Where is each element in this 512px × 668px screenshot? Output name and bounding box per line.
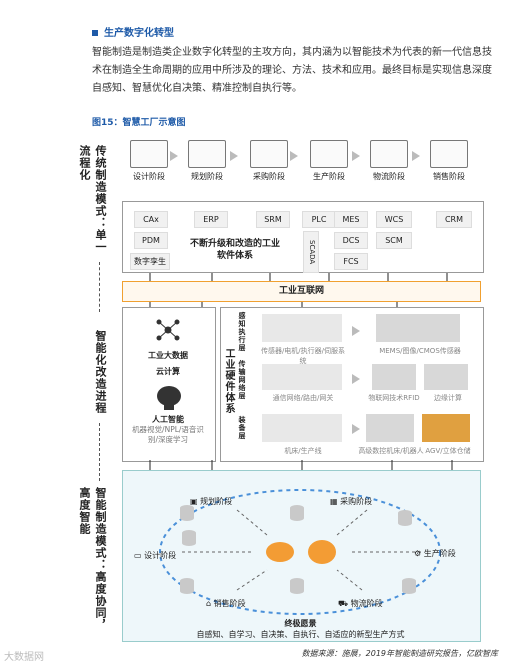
layer-network-label: 传输网络层	[238, 360, 246, 400]
mode-traditional: 传统制造模式：单一流程化	[78, 145, 107, 253]
chip-crm: CRM	[436, 211, 472, 228]
cycle-node-sales: ⌂ 销售阶段	[206, 599, 246, 608]
equipment-right-caption: 高级数控机床/机器人	[358, 447, 424, 455]
stage-production: 生产阶段	[298, 140, 360, 182]
network-right-caption: 物联网技术RFID	[368, 394, 420, 402]
arrow-right-icon	[352, 424, 360, 434]
boxes-icon: ▦	[330, 497, 338, 506]
router-gateway-image	[262, 364, 342, 390]
database-icon	[182, 530, 196, 546]
database-icon	[180, 505, 194, 521]
cycle-node-production: ⚙ 生产阶段	[414, 549, 456, 558]
arrow-right-icon	[352, 326, 360, 336]
hardware-panel	[220, 307, 484, 462]
monitor-icon: ▭	[134, 551, 142, 560]
layer-sensing-label: 感知执行层	[238, 312, 246, 352]
chip-scada: SCADA	[303, 231, 319, 273]
cycle-node-logistics: ⛟ 物流阶段	[338, 599, 383, 608]
mode-transition: 智能化改造进程	[94, 330, 107, 414]
stage-planning: 规划阶段	[176, 140, 238, 182]
production-line-image	[262, 414, 342, 442]
tech-panel	[122, 307, 216, 462]
boxes-icon	[250, 140, 288, 168]
ai-label: 人工智能	[152, 415, 184, 424]
network-right2-caption: 边缘计算	[434, 394, 462, 402]
network-left-caption: 通信网络/路由/网关	[272, 394, 334, 402]
chart-board-icon	[188, 140, 226, 168]
ai-desc: 机器视觉/NPL/语音识别/深度学习	[132, 425, 204, 444]
robot-arm-icon	[310, 140, 348, 168]
stage-design: 设计阶段	[118, 140, 180, 182]
database-icon	[398, 510, 412, 526]
chip-fcs: FCS	[334, 253, 368, 270]
arrow-right-icon	[352, 151, 360, 161]
hardware-title: 工业硬件体系	[223, 348, 234, 414]
database-icon	[290, 505, 304, 521]
cycle-node-procurement: ▦ 采购阶段	[330, 497, 373, 506]
stage-procurement: 采购阶段	[238, 140, 300, 182]
big-data-label: 工业大数据	[148, 351, 188, 360]
database-icon	[290, 578, 304, 594]
watermark-logo: 大数据网	[4, 652, 44, 663]
shop-icon	[430, 140, 468, 168]
network-nodes-icon	[156, 319, 180, 341]
mems-chip-image	[376, 314, 460, 342]
connector-arrows	[149, 273, 448, 307]
mode-divider	[99, 423, 100, 481]
goal-desc: 自感知、自学习、自决策、自执行、自适应的新型生产方式	[196, 630, 405, 639]
goal-title: 终极愿景	[284, 619, 317, 628]
layer-equipment-label: 装备层	[238, 416, 246, 440]
chip-erp: ERP	[194, 211, 228, 228]
database-icon	[180, 578, 194, 594]
chip-cax: CAx	[134, 211, 168, 228]
truck-icon: ⛟	[338, 599, 349, 608]
arrow-right-icon	[290, 151, 298, 161]
cycle-node-design: ▭ 设计阶段	[134, 551, 177, 560]
chip-digital-twin: 数字孪生	[130, 253, 170, 270]
intro-paragraph: 智能制造是制造类企业数字化转型的主攻方向，其内涵为以智能技术为代表的新一代信息技…	[92, 47, 492, 94]
stage-logistics: 物流阶段	[358, 140, 420, 182]
chip-srm: SRM	[256, 211, 290, 228]
brain-head-icon	[157, 386, 181, 410]
mode-smart: 智能制造模式：高度协同，高度智能	[78, 487, 107, 631]
cycle-diagram	[159, 489, 441, 615]
mode-divider	[99, 262, 100, 312]
robot-arm-image	[366, 414, 414, 442]
section-title: 生产数字化转型	[92, 24, 174, 39]
stage-sales: 销售阶段	[418, 140, 480, 182]
edge-computing-image	[424, 364, 468, 390]
cloud-label: 云计算	[156, 367, 180, 376]
truck-icon	[370, 140, 408, 168]
chip-dcs: DCS	[334, 232, 368, 249]
sensing-left-caption: 传感器/电机/执行器/伺服系统	[260, 347, 346, 365]
database-icon	[402, 578, 416, 594]
equipment-left-caption: 机床/生产线	[284, 447, 322, 455]
figure-title: 图15：智慧工厂示意图	[92, 118, 186, 128]
chip-pdm: PDM	[134, 232, 168, 249]
rfid-image	[372, 364, 416, 390]
arrow-right-icon	[230, 151, 238, 161]
sensor-devices-image	[262, 314, 342, 342]
chart-board-icon: ▣	[190, 497, 198, 506]
chip-wcs: WCS	[376, 211, 412, 228]
arrow-right-icon	[352, 374, 360, 384]
square-bullet-icon	[92, 30, 98, 36]
robot-arm-icon: ⚙	[414, 549, 422, 558]
shop-icon: ⌂	[206, 599, 212, 608]
source-note: 数据来源：施展，2019年智能制造研究报告，亿欧智库	[301, 649, 498, 658]
connector-arrows	[149, 460, 453, 470]
chip-scm: SCM	[376, 232, 412, 249]
arrow-right-icon	[412, 151, 420, 161]
cycle-node-planning: ▣ 规划阶段	[190, 497, 233, 506]
monitor-icon	[130, 140, 168, 168]
software-note: 不断升级和改造的工业软件体系	[190, 239, 281, 261]
chip-mes: MES	[334, 211, 368, 228]
chip-plc: PLC	[302, 211, 336, 228]
agv-image	[422, 414, 470, 442]
equipment-right2-caption: AGV/立体仓储	[425, 447, 471, 455]
industrial-internet-bar: 工业互联网	[122, 281, 481, 302]
arrow-right-icon	[170, 151, 178, 161]
sensing-right-caption: MEMS/图像/CMOS传感器	[379, 347, 461, 355]
